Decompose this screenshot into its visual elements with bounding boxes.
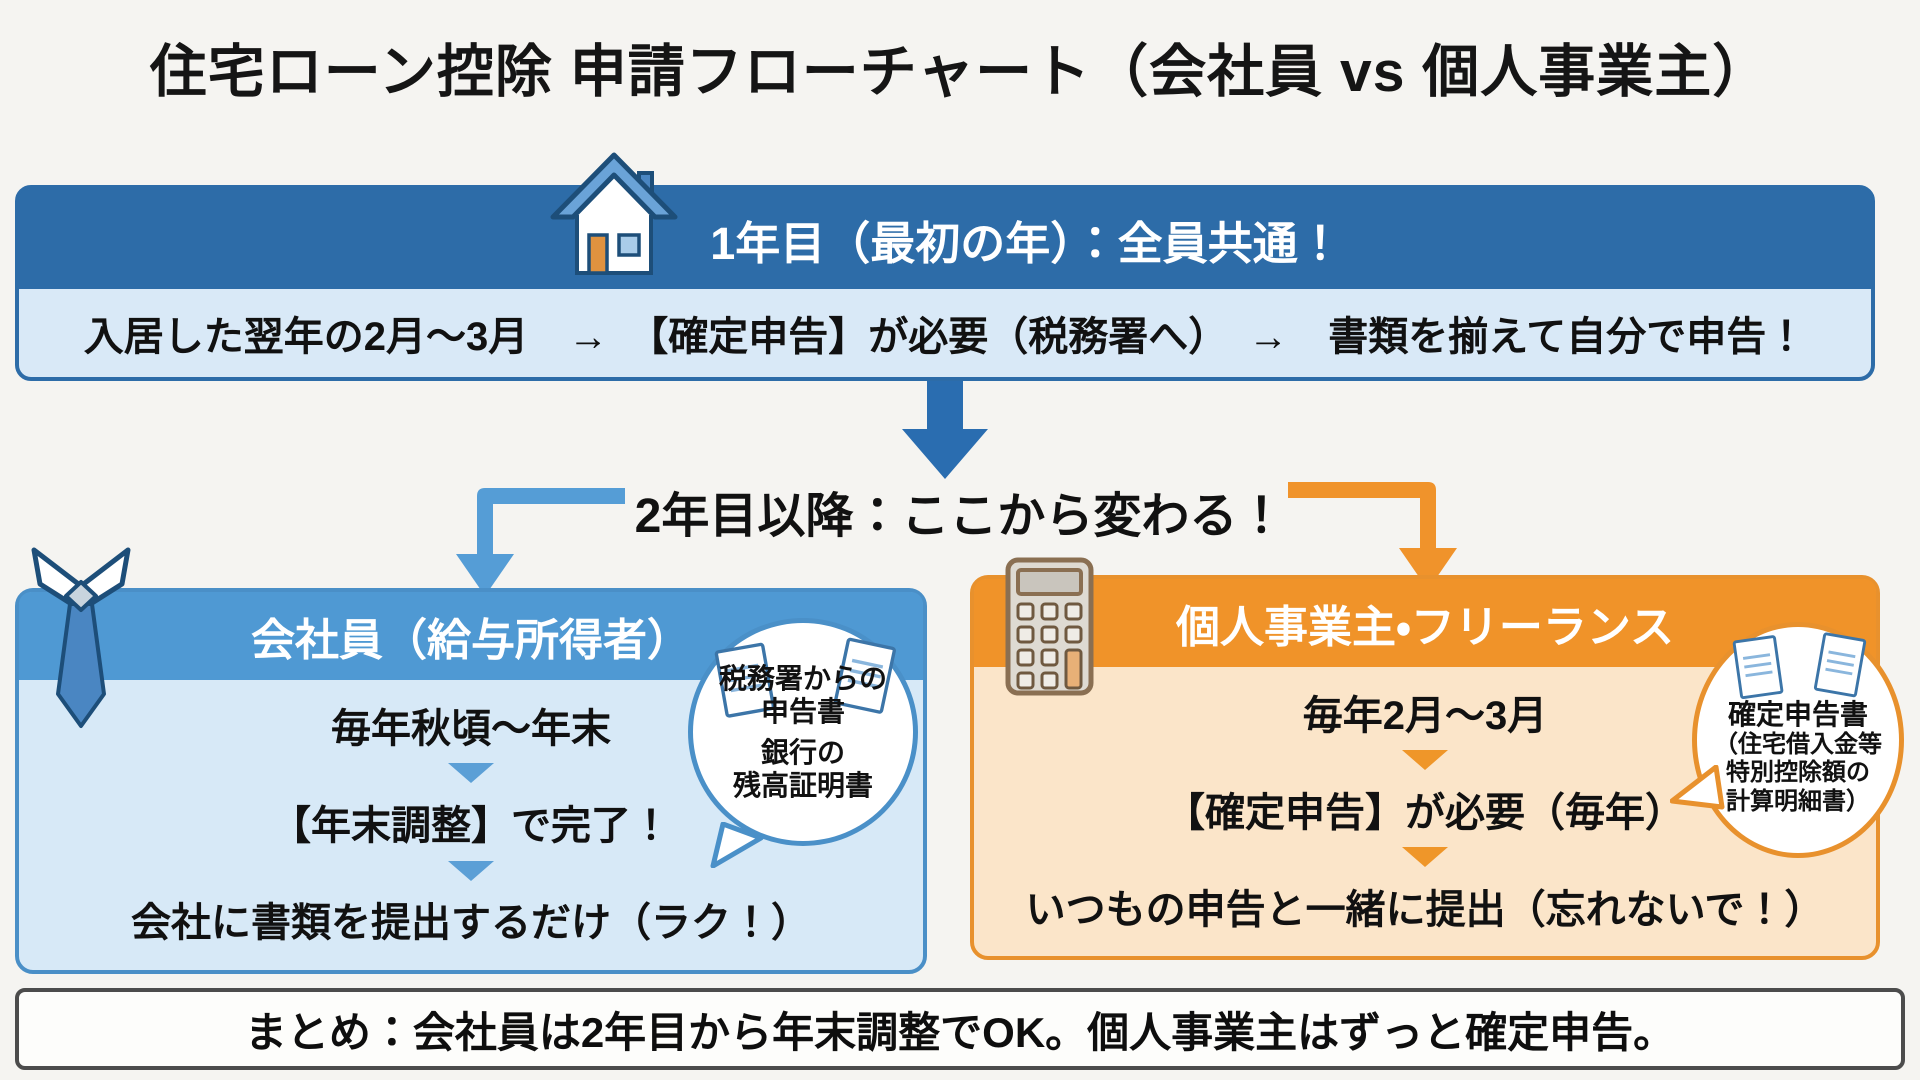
employee-step-2: 【年末調整】で完了！ [271, 803, 671, 848]
bubble-gap [719, 728, 887, 736]
bubble-line: 税務署からの [718, 662, 887, 694]
page-title: 住宅ローン控除 申請フローチャート（会社員 vs 個人事業主） [149, 40, 1771, 104]
right-branch-arrow-icon [1288, 482, 1458, 599]
freelancer-step-1: 毎年2月〜3月 [1302, 693, 1548, 738]
calculator-icon [1002, 554, 1097, 704]
bubble-line: 確定申告書 [1727, 699, 1868, 731]
first-year-detail: 入居した翌年の2月〜3月 → 【確定申告】が必要（税務署へ） → 書類を揃えて自… [83, 315, 1807, 359]
document-icon [1732, 635, 1784, 700]
left-branch-arrow-icon [455, 488, 625, 605]
step-arrow-icon [1402, 847, 1448, 867]
freelancer-panel-body: 毎年2月〜3月 【確定申告】が必要（毎年） いつもの申告と一緒に提出（忘れないで… [974, 667, 1876, 956]
bubble-line: 計算明細書） [1726, 787, 1870, 815]
step-arrow-icon [448, 860, 494, 881]
employee-step-3: 会社に書類を提出するだけ（ラク！） [131, 901, 811, 946]
bubble-tail [710, 822, 764, 868]
document-icon [833, 637, 896, 714]
bubble-line: 特別控除額の [1726, 759, 1870, 787]
employee-panel-body: 毎年秋頃〜年末 【年末調整】で完了！ 会社に書類を提出するだけ（ラク！） [19, 680, 923, 970]
employee-bubble-text: 税務署からの 申告書 銀行の 残高証明書 [719, 662, 887, 802]
freelancer-step-2: 【確定申告】が必要（毎年） [1165, 790, 1685, 835]
step-arrow-icon [1402, 750, 1448, 770]
bubble-line: （住宅借入金等 [1714, 731, 1882, 759]
freelancer-step-3: いつもの申告と一緒に提出（忘れないで！） [1025, 887, 1825, 932]
employee-documents-bubble: 税務署からの 申告書 銀行の 残高証明書 [688, 618, 918, 868]
document-icon [714, 642, 776, 718]
employee-step-1: 毎年秋頃〜年末 [331, 706, 611, 751]
bubble-line: 申告書 [760, 695, 845, 727]
freelancer-documents-bubble: 確定申告書 （住宅借入金等 特別控除額の 計算明細書） [1670, 622, 1904, 858]
summary-bar: まとめ：会社員は2年目から年末調整でOK。個人事業主はずっと確定申告。 [15, 988, 1905, 1070]
branch-label: 2年目以降：ここから変わる！ [634, 490, 1286, 543]
document-icon [1813, 632, 1867, 698]
down-arrow-icon [900, 381, 990, 486]
bubble-tail [1670, 765, 1725, 810]
bubble-line: 残高証明書 [732, 770, 873, 802]
necktie-icon [26, 544, 136, 739]
freelancer-bubble-text: 確定申告書 （住宅借入金等 特別控除額の 計算明細書） [1714, 664, 1882, 816]
first-year-header: 1年目（最初の年）：全員共通！ [19, 152, 1871, 289]
bubble-line: 銀行の [760, 737, 845, 768]
first-year-title: 1年目（最初の年）：全員共通！ [710, 217, 1343, 269]
step-arrow-icon [448, 763, 494, 784]
first-year-box: 1年目（最初の年）：全員共通！ 入居した翌年の2月〜3月 → 【確定申告】が必要… [15, 152, 1875, 381]
house-icon [547, 151, 682, 279]
